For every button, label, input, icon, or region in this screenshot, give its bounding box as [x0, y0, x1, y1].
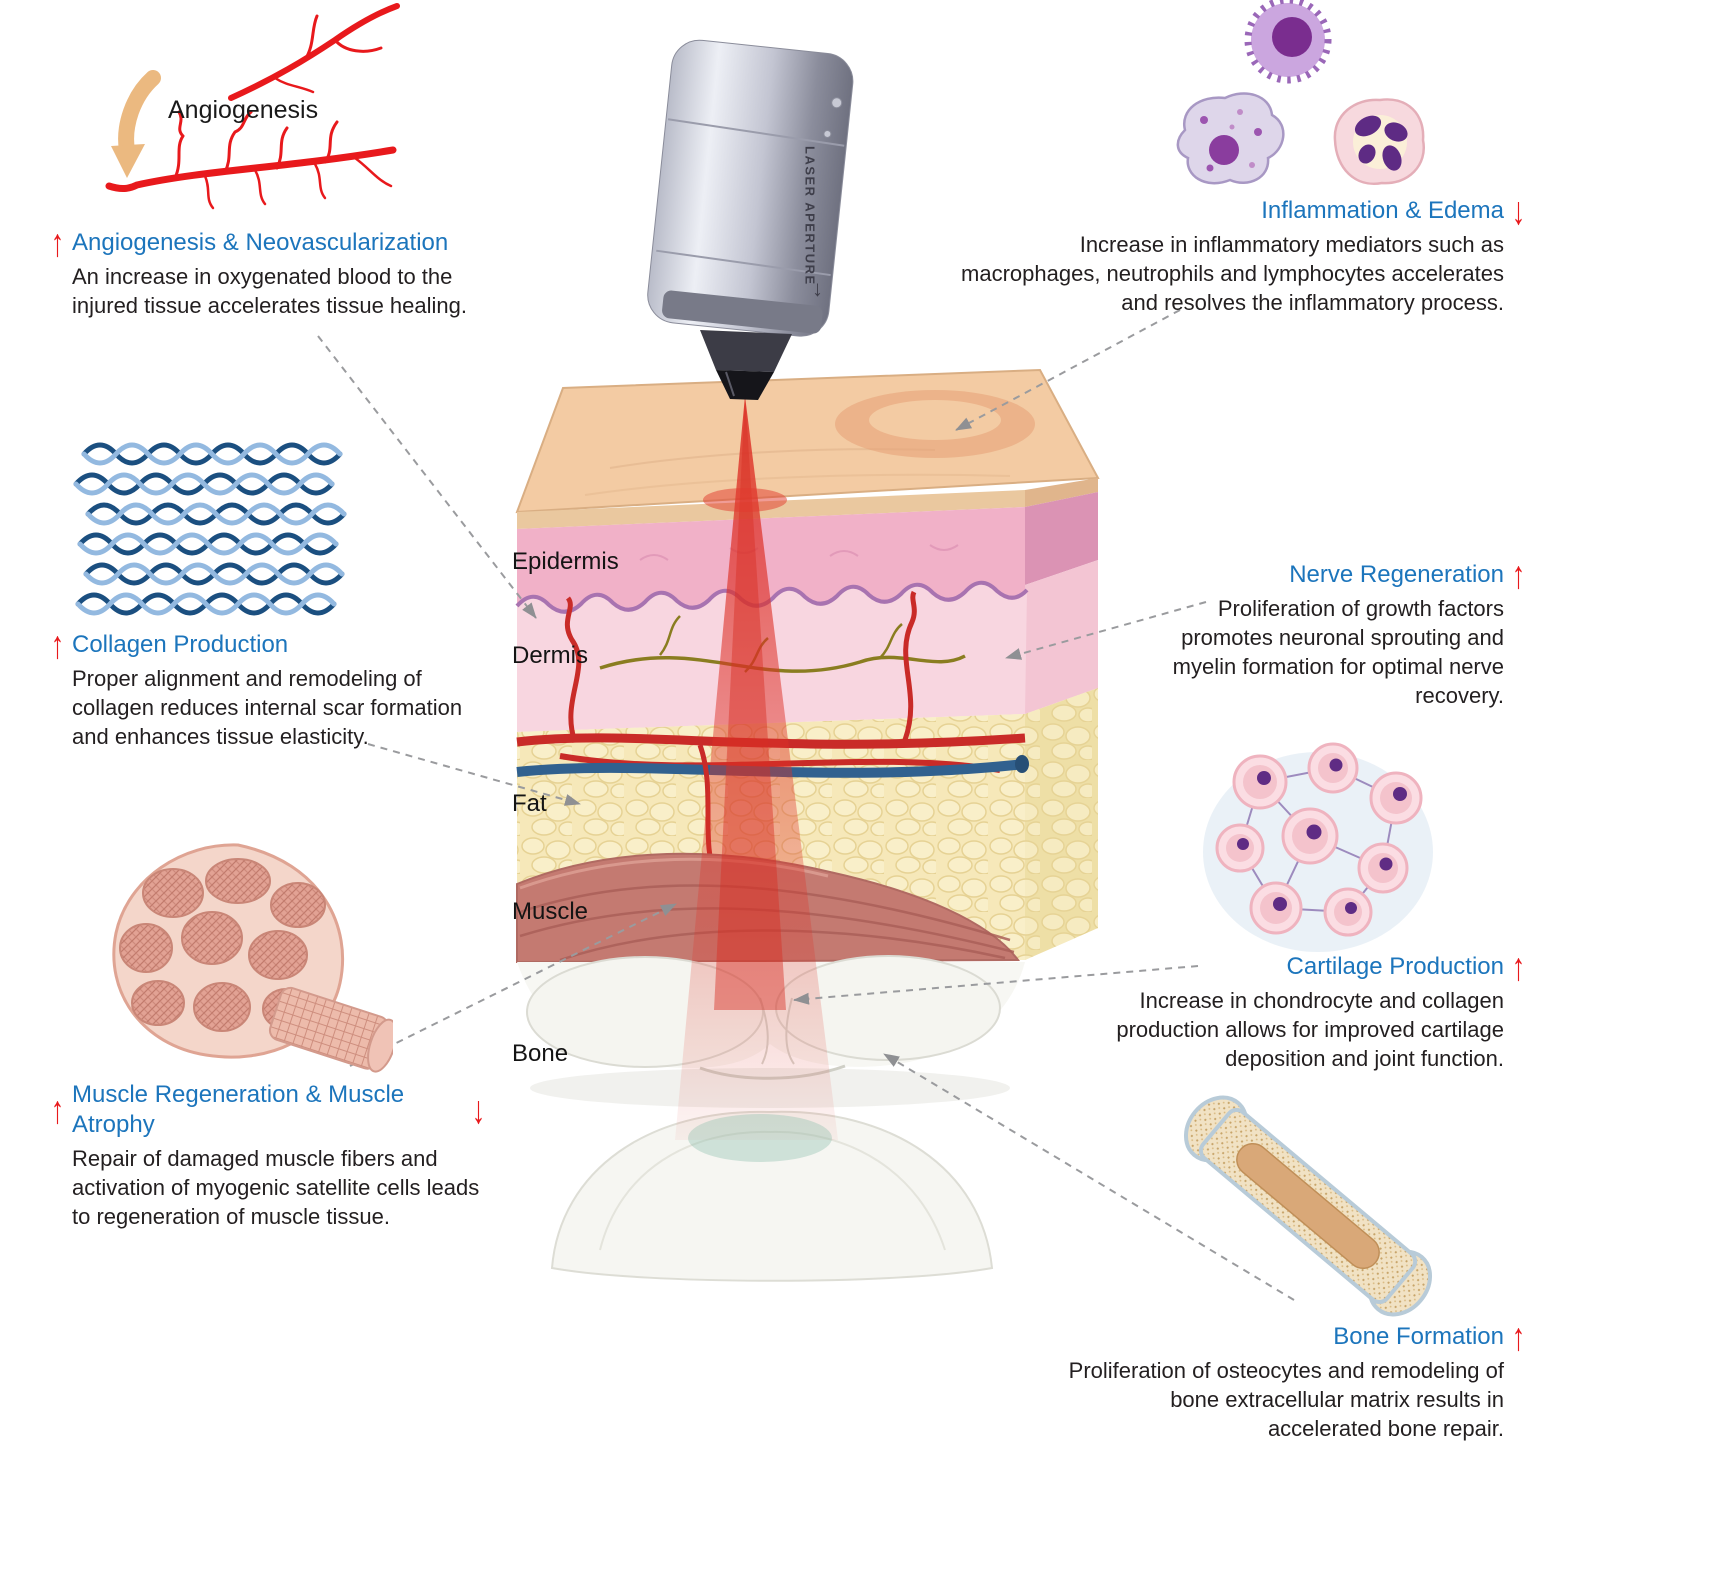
- trend-up-icon: ↑: [1511, 1314, 1526, 1359]
- neutrophil-cell: [1333, 98, 1426, 186]
- layer-label-bone: Bone: [512, 1040, 569, 1067]
- connector-muscle: [349, 903, 677, 1067]
- laser-beam: [675, 396, 838, 1162]
- callout-title: Nerve Regeneration: [1289, 561, 1504, 588]
- callout-title: Inflammation & Edema: [1261, 197, 1504, 224]
- callout-angiogenesis: ↑ Angiogenesis & Neovascularization An i…: [48, 223, 468, 320]
- trend-up-icon: ↑: [1511, 944, 1526, 989]
- connector-lines: [317, 309, 1295, 1301]
- callout-body: Increase in inflammatory mediators such …: [961, 232, 1504, 316]
- layer-label-fat: Fat: [512, 790, 547, 817]
- callout-title: Bone Formation: [1333, 1323, 1504, 1350]
- callout-body: Proliferation of osteocytes and remodeli…: [1068, 1358, 1504, 1442]
- layer-label-muscle: Muscle: [512, 898, 589, 925]
- trend-down-icon: ↓: [1511, 188, 1526, 233]
- trend-up-icon: ↑: [50, 220, 65, 265]
- trend-up-icon: ↑: [50, 622, 65, 667]
- cartilage-illustration: [1198, 740, 1443, 962]
- callout-title: Collagen Production: [72, 631, 289, 658]
- immune-cells-illustration: [1140, 0, 1470, 210]
- macrophage-cell: [1176, 92, 1285, 185]
- callout-title: Angiogenesis & Neovascularization: [72, 229, 449, 256]
- callout-muscle: ↑ Muscle Regeneration & Muscle Atrophy ↓…: [48, 1080, 488, 1231]
- callout-bone: Bone Formation ↑ Proliferation of osteoc…: [1058, 1317, 1528, 1443]
- chondrocyte-cells: [1215, 742, 1423, 937]
- angiogenesis-illustration: [25, 0, 405, 235]
- trend-up-icon: ↑: [50, 1087, 65, 1132]
- skin-block: [515, 368, 1100, 964]
- lymphocyte-cell: [1244, 0, 1332, 84]
- bone-illustration: [1158, 1078, 1458, 1333]
- callout-body: An increase in oxygenated blood to the i…: [72, 264, 468, 319]
- layer-label-dermis: Dermis: [512, 642, 588, 669]
- connector-inflammation: [955, 309, 1181, 431]
- connector-cartilage: [793, 965, 1199, 1005]
- callout-body: Increase in chondrocyte and collagen pro…: [1116, 988, 1504, 1072]
- trend-down-icon: ↓: [471, 1087, 486, 1132]
- callout-body: Repair of damaged muscle fibers and acti…: [72, 1146, 480, 1230]
- angiogenesis-cycle-arrow-icon: [111, 70, 161, 178]
- connector-bone: [883, 1053, 1295, 1301]
- callout-title: Muscle Regeneration & Muscle Atrophy: [72, 1081, 405, 1138]
- laser-direction-arrow-icon: ↓: [812, 276, 823, 301]
- callout-nerve: Nerve Regeneration ↑ Proliferation of gr…: [1168, 555, 1528, 710]
- callout-body: Proper alignment and remodeling of colla…: [72, 666, 463, 750]
- angiogenesis-illustration-label: Angiogenesis: [168, 96, 319, 124]
- callout-title: Cartilage Production: [1286, 953, 1504, 980]
- trend-up-icon: ↑: [1511, 552, 1526, 597]
- muscle-illustration: [88, 833, 393, 1078]
- callout-collagen: ↑ Collagen Production Proper alignment a…: [48, 625, 496, 751]
- layer-label-epidermis: Epidermis: [512, 548, 619, 575]
- callout-inflammation: Inflammation & Edema ↓ Increase in infla…: [938, 191, 1528, 317]
- laser-aperture-label: LASER APERTURE: [802, 146, 818, 286]
- callout-body: Proliferation of growth factors promotes…: [1172, 596, 1504, 709]
- connector-collagen: [367, 743, 581, 806]
- laser-device: [647, 39, 854, 400]
- callout-cartilage: Cartilage Production ↑ Increase in chond…: [1078, 947, 1528, 1073]
- collagen-illustration: [70, 438, 370, 623]
- connector-nerve: [1005, 601, 1207, 660]
